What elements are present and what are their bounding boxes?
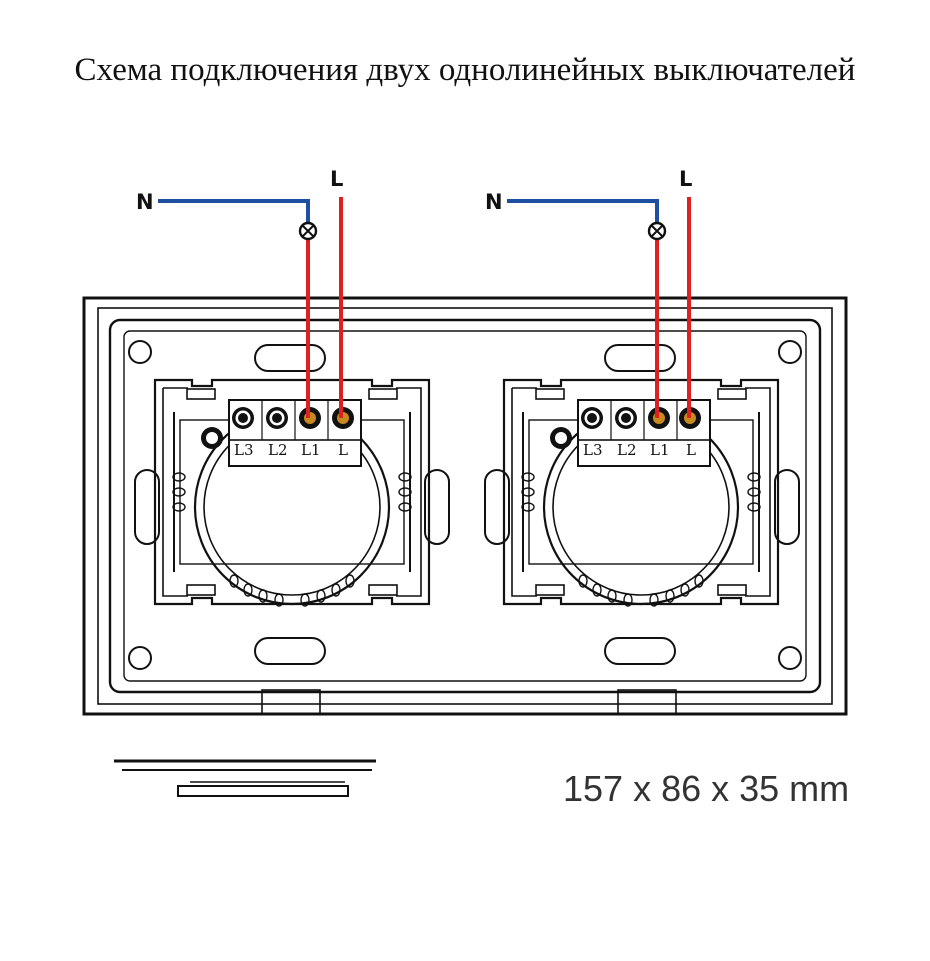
terminal-label-l1: L1	[650, 441, 670, 459]
switch-module-left: L3 L2 L1 L	[153, 378, 431, 608]
terminal-label-l2: L2	[268, 441, 288, 459]
wiring-left: N L	[136, 167, 343, 418]
terminal-label-l: L	[686, 441, 696, 459]
diagram-title: Схема подключения двух однолинейных выкл…	[74, 52, 856, 88]
wall-plate	[82, 296, 848, 716]
terminal-label-l2: L2	[617, 441, 637, 459]
wire-junction-icon	[298, 221, 318, 241]
terminal-label-l3: L3	[583, 441, 603, 459]
terminal-label-l: L	[338, 441, 348, 459]
wiring-right: N L	[485, 167, 692, 418]
terminal-label-l1: L1	[301, 441, 321, 459]
switch-module-right: L3 L2 L1 L	[502, 378, 780, 608]
dimensions-label: 157 x 86 x 35 mm	[563, 768, 850, 809]
live-label: L	[679, 167, 692, 191]
side-profile	[114, 759, 376, 797]
neutral-label: N	[485, 190, 503, 214]
neutral-label: N	[136, 190, 154, 214]
live-label: L	[330, 167, 343, 191]
wire-junction-icon	[647, 221, 667, 241]
terminal-label-l3: L3	[234, 441, 254, 459]
